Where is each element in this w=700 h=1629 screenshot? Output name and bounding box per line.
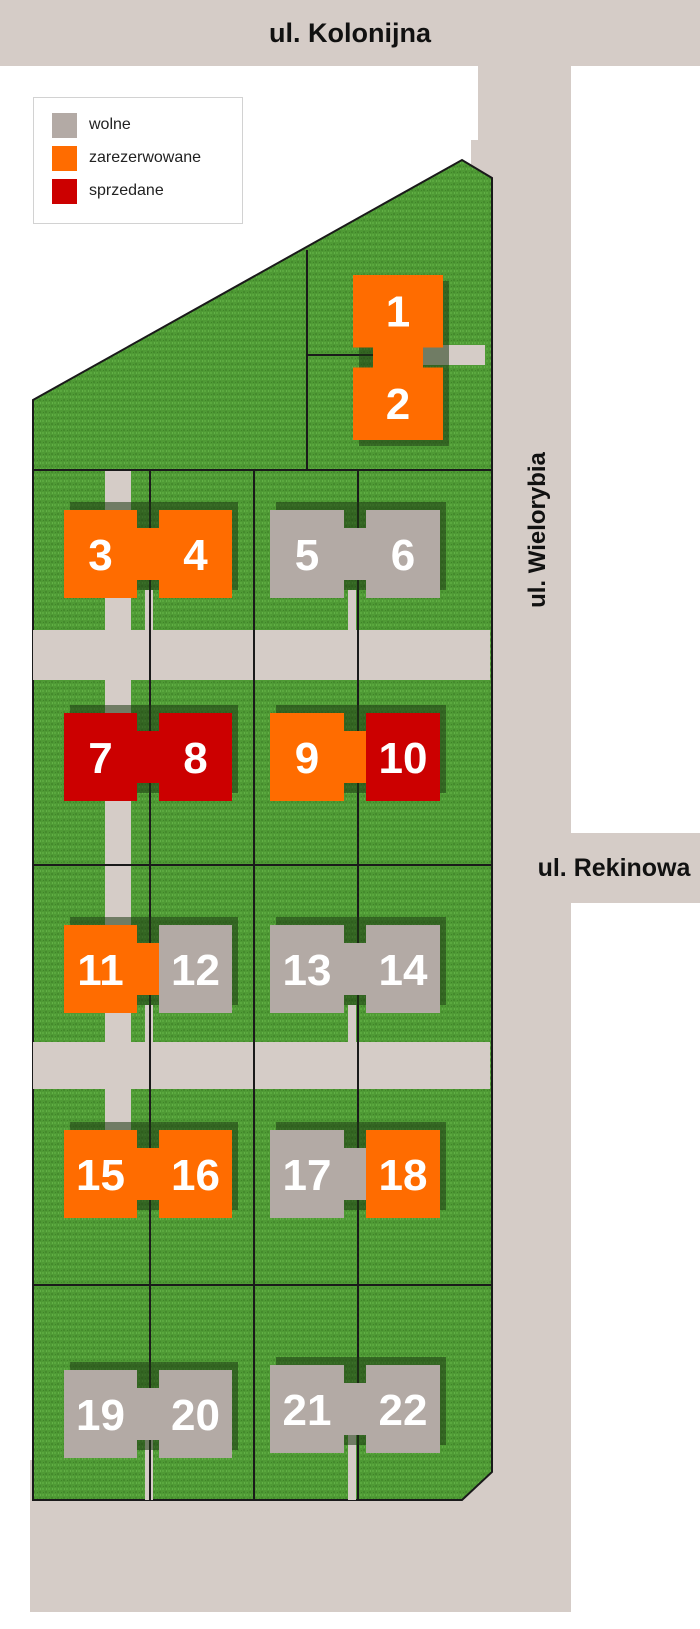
walkway <box>348 1420 356 1500</box>
house-12 <box>159 925 232 1013</box>
house-number-3: 3 <box>88 531 112 580</box>
street-label-kolonijna: ul. Kolonijna <box>269 18 431 48</box>
house-number-11: 11 <box>77 946 124 995</box>
legend-label-free: wolne <box>89 116 131 133</box>
house-connector <box>137 528 159 580</box>
house-3 <box>64 510 137 598</box>
house-number-6: 6 <box>391 531 415 580</box>
house-5 <box>270 510 344 598</box>
house-number-2: 2 <box>386 380 410 429</box>
house-pair: 11 12 <box>64 917 238 1013</box>
walkway <box>33 630 490 680</box>
house-connector <box>137 943 159 995</box>
house-1 <box>353 275 443 348</box>
legend: wolne zarezerwowane sprzedane <box>33 97 243 224</box>
house-6 <box>366 510 440 598</box>
house-8 <box>159 713 232 801</box>
house-number-13: 13 <box>283 946 332 995</box>
house-15 <box>64 1130 137 1218</box>
house-number-4: 4 <box>183 531 208 580</box>
legend-item-free: wolne <box>52 112 131 138</box>
house-number-14: 14 <box>379 946 428 995</box>
house-number-12: 12 <box>171 946 220 995</box>
house-connector <box>344 528 366 580</box>
street-label-rekinowa: ul. Rekinowa <box>537 854 691 882</box>
walkway <box>33 1042 490 1089</box>
house-16 <box>159 1130 232 1218</box>
house-number-20: 20 <box>171 1391 220 1440</box>
house-pair: 13 14 <box>270 917 446 1013</box>
house-connector <box>344 731 366 783</box>
walkway <box>348 590 356 660</box>
house-18 <box>366 1130 440 1218</box>
walkway <box>348 1005 356 1065</box>
house-number-18: 18 <box>379 1151 428 1200</box>
house-4 <box>159 510 232 598</box>
road-kolonijna <box>0 0 700 66</box>
house-pair: 12 <box>353 275 449 446</box>
legend-swatch-reserved <box>52 145 77 171</box>
house-connector <box>344 1383 366 1435</box>
house-number-15: 15 <box>76 1151 125 1200</box>
house-number-8: 8 <box>183 734 207 783</box>
house-number-1: 1 <box>386 287 410 336</box>
house-21 <box>270 1365 344 1453</box>
house-pair: 21 22 <box>270 1357 446 1453</box>
road-rekinowa <box>571 833 700 903</box>
house-11 <box>64 925 137 1013</box>
house-14 <box>366 925 440 1013</box>
house-connector <box>373 347 423 368</box>
house-7 <box>64 713 137 801</box>
house-number-19: 19 <box>76 1391 125 1440</box>
house-9 <box>270 713 344 801</box>
house-pair: 9 10 <box>270 705 446 801</box>
house-number-5: 5 <box>295 531 319 580</box>
house-number-10: 10 <box>379 734 428 783</box>
house-17 <box>270 1130 344 1218</box>
house-connector <box>344 1148 366 1200</box>
legend-swatch-sold <box>52 178 77 204</box>
house-connector <box>344 943 366 995</box>
house-number-22: 22 <box>379 1386 428 1435</box>
street-label-wielorybia: ul. Wielorybia <box>524 452 551 608</box>
house-19 <box>64 1370 137 1458</box>
house-10 <box>366 713 440 801</box>
house-connector <box>137 1388 159 1440</box>
legend-swatch-free <box>52 112 77 138</box>
road-wielorybia <box>478 66 571 1612</box>
house-number-17: 17 <box>283 1151 332 1200</box>
house-number-21: 21 <box>283 1386 332 1435</box>
legend-item-sold: sprzedane <box>52 178 164 204</box>
house-number-16: 16 <box>171 1151 220 1200</box>
house-13 <box>270 925 344 1013</box>
house-number-9: 9 <box>295 734 319 783</box>
legend-item-reserved: zarezerwowane <box>52 145 201 171</box>
house-22 <box>366 1365 440 1453</box>
legend-label-sold: sprzedane <box>89 182 164 199</box>
house-number-7: 7 <box>88 734 112 783</box>
house-connector <box>137 731 159 783</box>
house-2 <box>353 367 443 440</box>
legend-label-reserved: zarezerwowane <box>89 149 202 166</box>
house-connector <box>137 1148 159 1200</box>
house-20 <box>159 1370 232 1458</box>
